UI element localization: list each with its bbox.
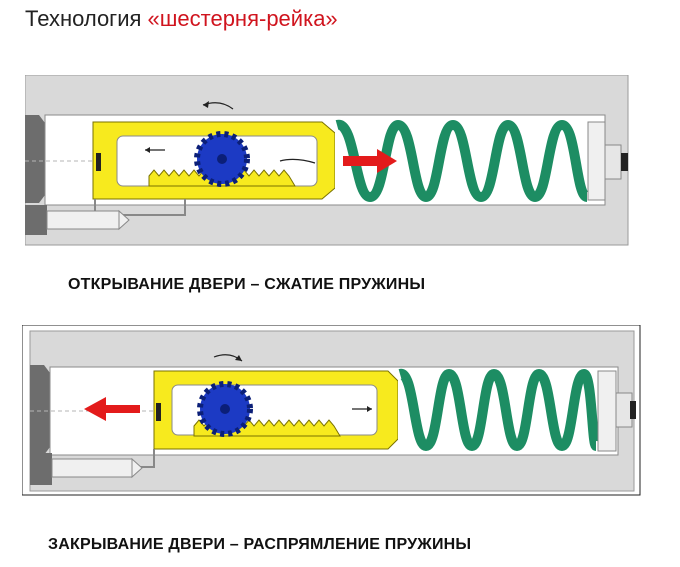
adjust-screw	[604, 144, 622, 180]
diagram-opening	[25, 75, 629, 246]
valve-channel	[94, 199, 186, 216]
page-title: Технология «шестерня-рейка»	[25, 6, 338, 32]
screw-head	[630, 401, 636, 419]
flow-arrow-curve	[279, 158, 316, 164]
adjust-screw	[615, 392, 633, 428]
flow-arrowhead-left	[145, 147, 150, 153]
caption-opening: ОТКРЫВАНИЕ ДВЕРИ – СЖАТИЕ ПРУЖИНЫ	[68, 276, 426, 293]
valve-tip	[118, 209, 130, 231]
diagram-closing	[22, 325, 641, 496]
end-plug	[597, 370, 617, 452]
direction-arrow-right	[343, 149, 397, 173]
spring	[398, 368, 601, 452]
lower-cap	[30, 453, 52, 485]
adjustment-valve	[51, 458, 133, 478]
gear	[197, 381, 253, 437]
lower-cap	[25, 205, 47, 235]
title-highlight: «шестерня-рейка»	[147, 6, 338, 31]
flow-arrowhead-right	[367, 406, 372, 412]
piston-valve	[96, 153, 101, 171]
left-cap	[25, 115, 45, 203]
spring	[335, 119, 590, 203]
left-cap	[30, 365, 50, 455]
valve-tip	[131, 457, 143, 479]
end-plug	[587, 121, 606, 201]
rotation-arrowhead	[235, 355, 242, 361]
adjustment-valve	[46, 210, 120, 230]
caption-closing: ЗАКРЫВАНИЕ ДВЕРИ – РАСПРЯМЛЕНИЕ ПРУЖИНЫ	[48, 536, 472, 553]
piston-valve	[156, 403, 161, 421]
gear	[194, 131, 250, 187]
rotation-arrowhead	[203, 101, 209, 108]
screw-head	[621, 153, 628, 171]
direction-arrow-left	[84, 397, 140, 421]
title-prefix: Технология	[25, 6, 148, 31]
